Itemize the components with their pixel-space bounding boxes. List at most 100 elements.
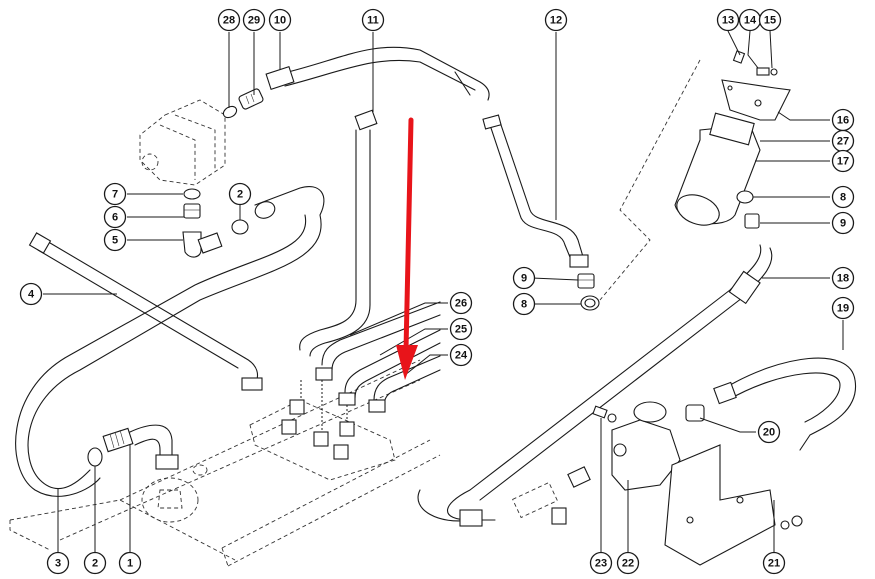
callout-circle	[831, 296, 855, 320]
callout-circle	[831, 185, 855, 209]
seal-ring-28	[222, 105, 238, 119]
dashed-filter-guide	[599, 59, 701, 301]
dashed-frame-left	[9, 359, 421, 561]
callout-number: 2	[92, 558, 98, 570]
callout-circle	[512, 266, 536, 290]
callout-number: 2	[237, 189, 243, 201]
callout-circle	[449, 317, 473, 341]
callout-number: 3	[55, 558, 61, 570]
callout-8[interactable]: 8	[512, 292, 536, 316]
callout-number: 7	[112, 189, 118, 201]
callout-9[interactable]: 9	[831, 211, 855, 235]
washer-nut-21	[780, 515, 803, 530]
callout-number: 8	[521, 299, 527, 311]
callout-12[interactable]: 12	[544, 8, 568, 32]
elbow-5	[182, 231, 223, 258]
callout-number: 6	[112, 212, 118, 224]
callout-number: 18	[837, 273, 849, 285]
callout-2[interactable]: 2	[228, 182, 252, 206]
callout-5[interactable]: 5	[103, 228, 127, 252]
manifold-fittings	[281, 380, 355, 460]
callout-number: 22	[622, 558, 634, 570]
callout-number: 11	[367, 15, 379, 27]
fitting-9-right	[744, 213, 760, 229]
filter-17	[674, 112, 761, 226]
callout-circle	[758, 8, 782, 32]
callout-number: 16	[837, 115, 849, 127]
callout-number: 29	[248, 15, 260, 27]
callout-circle	[716, 8, 740, 32]
callout-9[interactable]: 9	[512, 266, 536, 290]
tee-fitting	[512, 466, 591, 525]
callout-circle	[831, 149, 855, 173]
fitting-9-mid	[577, 273, 595, 289]
callout-1[interactable]: 1	[118, 551, 142, 575]
callout-23[interactable]: 23	[589, 551, 613, 575]
callout-16[interactable]: 16	[831, 108, 855, 132]
callout-20[interactable]: 20	[757, 420, 781, 444]
screw-23	[592, 405, 617, 423]
callout-8[interactable]: 8	[831, 185, 855, 209]
callout-27[interactable]: 27	[831, 129, 855, 153]
callout-circle	[831, 266, 855, 290]
callout-10[interactable]: 10	[268, 8, 292, 32]
callout-circle	[268, 8, 292, 32]
callout-number: 15	[764, 15, 776, 27]
callout-13[interactable]: 13	[716, 8, 740, 32]
callout-14[interactable]: 14	[738, 8, 762, 32]
callout-3[interactable]: 3	[46, 551, 70, 575]
pipe-1	[102, 424, 179, 470]
callout-circle	[103, 205, 127, 229]
callout-number: 5	[112, 235, 118, 247]
callout-17[interactable]: 17	[831, 149, 855, 173]
callout-22[interactable]: 22	[616, 551, 640, 575]
callout-number: 26	[455, 298, 467, 310]
callout-number: 10	[274, 15, 286, 27]
callout-circle	[616, 551, 640, 575]
callout-21[interactable]: 21	[762, 551, 786, 575]
callout-18[interactable]: 18	[831, 266, 855, 290]
callout-number: 9	[521, 273, 527, 285]
callout-19[interactable]: 19	[831, 296, 855, 320]
hose-25	[338, 329, 441, 406]
callout-number: 20	[763, 427, 775, 439]
callout-circle	[762, 551, 786, 575]
callout-15[interactable]: 15	[758, 8, 782, 32]
callout-2[interactable]: 2	[83, 551, 107, 575]
arrow-shaft	[403, 117, 414, 353]
seal-8-right	[736, 190, 754, 204]
nut-15	[770, 68, 778, 76]
callout-26[interactable]: 26	[449, 291, 473, 315]
bracket-16	[721, 79, 791, 121]
callout-25[interactable]: 25	[449, 317, 473, 341]
callout-circle	[757, 420, 781, 444]
bolt-13	[732, 50, 746, 64]
callout-number: 23	[595, 558, 607, 570]
seal-7	[183, 188, 201, 200]
callout-number: 27	[837, 136, 849, 148]
fitting-29	[238, 88, 264, 110]
callout-circle	[46, 551, 70, 575]
callout-number: 12	[550, 15, 562, 27]
callout-circle	[228, 182, 252, 206]
callout-24[interactable]: 24	[449, 343, 473, 367]
callout-number: 24	[455, 350, 468, 362]
callout-7[interactable]: 7	[103, 182, 127, 206]
callout-6[interactable]: 6	[103, 205, 127, 229]
callout-11[interactable]: 11	[361, 8, 385, 32]
callout-number: 25	[455, 324, 467, 336]
leader-lines	[43, 30, 844, 560]
callout-29[interactable]: 29	[242, 8, 266, 32]
callout-number: 19	[837, 303, 849, 315]
callout-circle	[361, 8, 385, 32]
callout-circle	[217, 8, 241, 32]
dashed-mount-plate	[249, 399, 396, 481]
hose-11	[299, 109, 378, 357]
callout-28[interactable]: 28	[217, 8, 241, 32]
callout-circle	[589, 551, 613, 575]
callout-4[interactable]: 4	[19, 282, 43, 306]
hose-10	[265, 46, 490, 101]
dashed-rail-bottom	[221, 439, 441, 567]
